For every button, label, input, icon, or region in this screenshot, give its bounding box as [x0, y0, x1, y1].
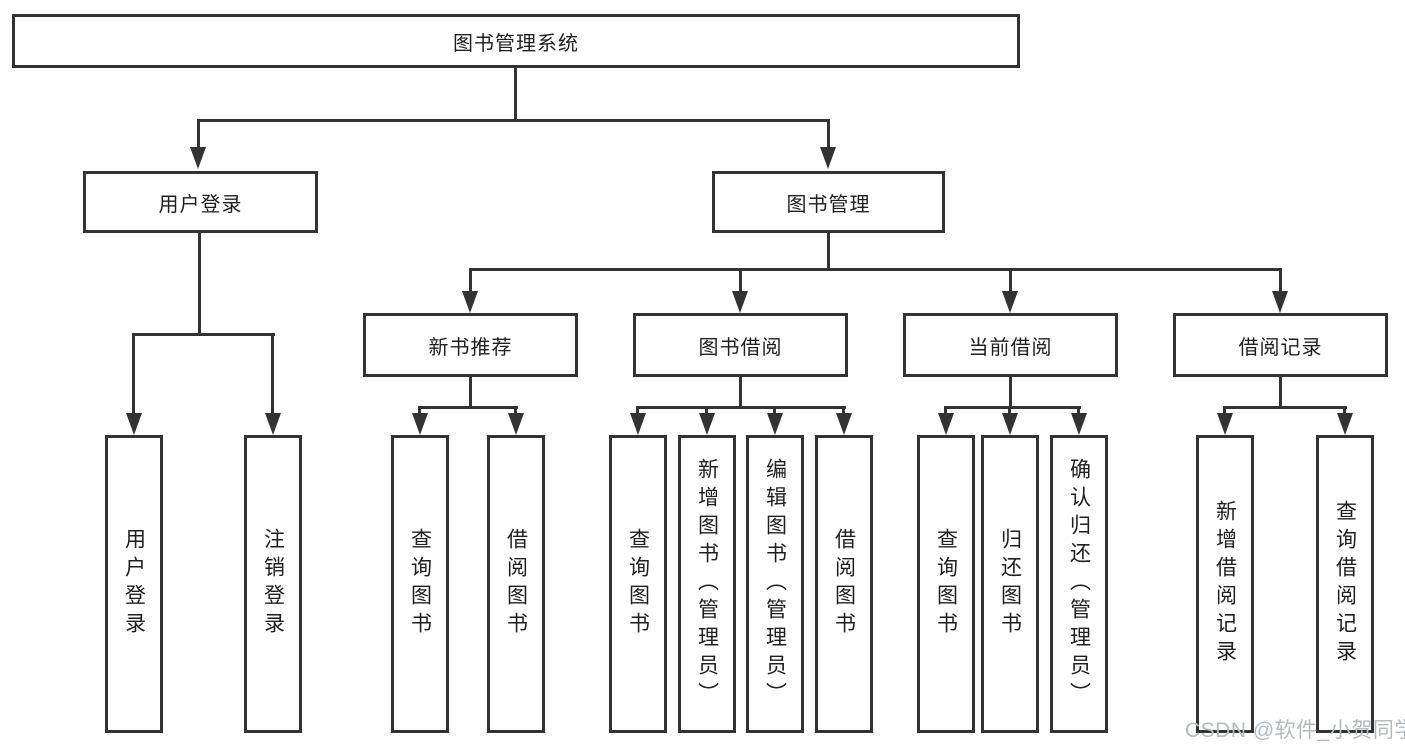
leaf-query-books: 查询图书 — [917, 435, 975, 733]
connector-line — [198, 233, 201, 335]
connector-line — [469, 268, 1282, 271]
node-new-book-recommend: 新书推荐 — [363, 313, 578, 377]
leaf-query-borrow-record-label: 查询借阅记录 — [1333, 500, 1357, 668]
leaf-query-books: 查询图书 — [391, 435, 449, 733]
connector-line — [469, 268, 472, 293]
connector-line — [827, 119, 830, 149]
connector-arrow — [265, 413, 281, 435]
connector-line — [773, 406, 776, 415]
node-new-book-recommend-label: 新书推荐 — [428, 336, 513, 359]
leaf-confirm-return-admin: 确认归还（管理员） — [1050, 435, 1108, 733]
node-user-login: 用户登录 — [83, 171, 318, 233]
connector-arrow — [938, 413, 954, 435]
node-book-borrowing: 图书借阅 — [633, 313, 848, 377]
leaf-borrow-books-label: 借阅图书 — [504, 528, 528, 640]
connector-line — [132, 333, 135, 415]
connector-line — [1223, 406, 1347, 409]
connector-line — [469, 377, 472, 409]
connector-arrow — [126, 413, 142, 435]
leaf-logout: 注销登录 — [244, 435, 302, 733]
connector-arrow — [1337, 413, 1353, 435]
connector-arrow — [462, 291, 478, 313]
leaf-borrow-books: 借阅图书 — [487, 435, 545, 733]
connector-line — [197, 119, 200, 149]
connector-line — [1077, 406, 1080, 415]
leaf-query-books: 查询图书 — [609, 435, 667, 733]
connector-line — [1343, 406, 1346, 415]
connector-line — [514, 68, 517, 120]
node-book-borrowing-label: 图书借阅 — [698, 336, 783, 359]
connector-line — [418, 406, 518, 409]
connector-line — [197, 119, 830, 122]
connector-arrow — [1071, 413, 1087, 435]
connector-arrow — [630, 413, 646, 435]
connector-arrow — [1002, 413, 1018, 435]
leaf-return-books: 归还图书 — [981, 435, 1039, 733]
leaf-logout-label: 注销登录 — [261, 528, 285, 640]
leaf-user-login-label: 用户登录 — [122, 528, 146, 640]
connector-arrow — [190, 147, 206, 169]
connector-line — [1279, 377, 1282, 409]
connector-line — [705, 406, 708, 415]
connector-arrow — [767, 413, 783, 435]
leaf-borrow-books: 借阅图书 — [815, 435, 873, 733]
node-current-borrowing-label: 当前借阅 — [968, 336, 1053, 359]
connector-line — [827, 233, 830, 271]
csdn-watermark: CSDN @软件_小贺同学 — [1185, 719, 1405, 742]
connector-line — [271, 333, 274, 415]
connector-arrow — [1002, 291, 1018, 313]
node-book-management: 图书管理 — [712, 171, 945, 233]
leaf-return-books-label: 归还图书 — [998, 528, 1022, 640]
connector-line — [842, 406, 845, 415]
leaf-user-login: 用户登录 — [105, 435, 163, 733]
connector-line — [1279, 268, 1282, 293]
leaf-query-books-label: 查询图书 — [934, 528, 958, 640]
connector-line — [132, 333, 275, 336]
node-root-label: 图书管理系统 — [453, 32, 579, 55]
leaf-query-books-label: 查询图书 — [626, 528, 650, 640]
leaf-edit-book-admin: 编辑图书（管理员） — [746, 435, 804, 733]
leaf-query-borrow-record: 查询借阅记录 — [1316, 435, 1374, 733]
leaf-add-book-admin: 新增图书（管理员） — [678, 435, 736, 733]
connector-line — [418, 406, 421, 415]
connector-arrow — [820, 147, 836, 169]
connector-line — [636, 406, 846, 409]
connector-arrow — [508, 413, 524, 435]
connector-line — [1008, 406, 1011, 415]
leaf-edit-book-admin-label: 编辑图书（管理员） — [763, 458, 787, 710]
node-root: 图书管理系统 — [12, 14, 1020, 68]
connector-arrow — [732, 291, 748, 313]
connector-line — [1009, 268, 1012, 293]
node-user-login-label: 用户登录 — [158, 193, 243, 216]
node-borrowing-records: 借阅记录 — [1173, 313, 1388, 377]
leaf-add-borrow-record-label: 新增借阅记录 — [1213, 500, 1237, 668]
connector-arrow — [412, 413, 428, 435]
leaf-add-borrow-record: 新增借阅记录 — [1196, 435, 1254, 733]
connector-line — [636, 406, 639, 415]
connector-line — [944, 406, 1081, 409]
connector-line — [944, 406, 947, 415]
leaf-confirm-return-admin-label: 确认归还（管理员） — [1067, 458, 1091, 710]
connector-arrow — [1217, 413, 1233, 435]
leaf-add-book-admin-label: 新增图书（管理员） — [695, 458, 719, 710]
node-borrowing-records-label: 借阅记录 — [1238, 336, 1323, 359]
connector-line — [1223, 406, 1226, 415]
node-current-borrowing: 当前借阅 — [903, 313, 1118, 377]
connector-arrow — [699, 413, 715, 435]
node-book-management-label: 图书管理 — [786, 193, 871, 216]
connector-line — [514, 406, 517, 415]
leaf-borrow-books-label: 借阅图书 — [832, 528, 856, 640]
connector-arrow — [1272, 291, 1288, 313]
connector-line — [1009, 377, 1012, 409]
connector-line — [739, 268, 742, 293]
connector-arrow — [836, 413, 852, 435]
connector-line — [739, 377, 742, 409]
leaf-query-books-label: 查询图书 — [408, 528, 432, 640]
